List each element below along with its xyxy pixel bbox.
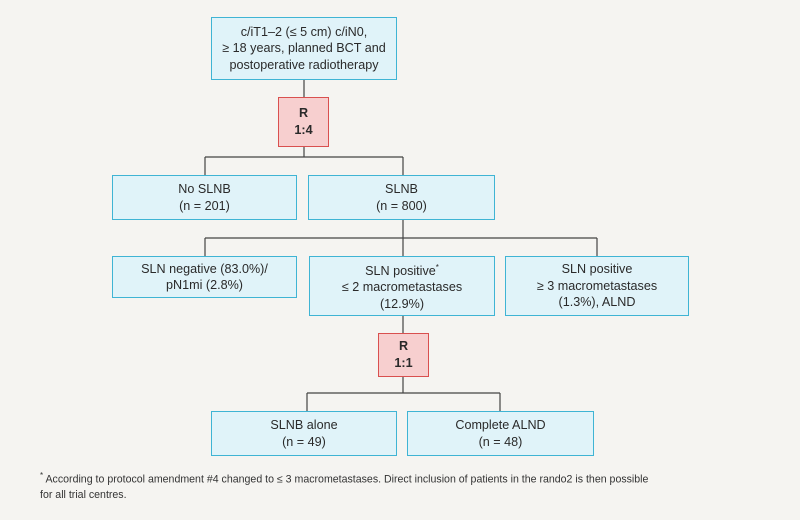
sln-negative-line: SLN negative (83.0%)/ <box>141 261 268 276</box>
randomization-letter: R <box>398 339 409 353</box>
no-slnb-label: No SLNB <box>178 182 231 196</box>
complete-alnd-count: (n = 48) <box>478 434 523 449</box>
slnb-alone-count: (n = 49) <box>282 434 326 449</box>
complete-alnd-label: Complete ALND <box>455 418 546 432</box>
eligibility-box: c/iT1–2 (≤ 5 cm) c/iN0, ≥ 18 years, plan… <box>211 17 397 80</box>
eligibility-line: ≥ 18 years, planned BCT and <box>222 41 386 56</box>
sln-positive-ge3-line: SLN positive <box>561 262 633 277</box>
footnote-text: According to protocol amendment #4 chang… <box>45 473 649 486</box>
slnb-label: SLNB <box>385 182 418 196</box>
sln-positive-ge3-line: (1.3%), ALND <box>558 295 636 310</box>
no-slnb-count: (n = 201) <box>179 198 230 213</box>
randomization-box-2: R 1:1 <box>378 333 429 377</box>
randomization-ratio: 1:1 <box>394 356 413 370</box>
randomization-letter: R <box>298 106 309 120</box>
sln-positive-le2-title: SLN positive* <box>365 260 439 280</box>
slnb-count: (n = 800) <box>376 198 427 213</box>
sln-negative-line: pN1mi (2.8%) <box>166 278 243 292</box>
footnote-marker: * <box>435 262 439 272</box>
slnb-alone-label: SLNB alone <box>270 418 338 432</box>
sln-positive-le2-line: ≤ 2 macrometastases <box>341 280 463 295</box>
slnb-box: SLNB (n = 800) <box>308 175 495 220</box>
sln-positive-le2-line: (12.9%) <box>379 296 425 311</box>
sln-positive-ge3-line: ≥ 3 macrometastases <box>536 278 658 293</box>
sln-positive-le2-box: SLN positive* ≤ 2 macrometastases (12.9%… <box>309 256 495 316</box>
randomization-box-1: R 1:4 <box>278 97 329 147</box>
complete-alnd-box: Complete ALND (n = 48) <box>407 411 594 456</box>
footnote-line-1: * According to protocol amendment #4 cha… <box>40 468 780 488</box>
footnote-line-2: for all trial centres. <box>40 488 127 501</box>
sln-negative-box: SLN negative (83.0%)/ pN1mi (2.8%) <box>112 256 297 298</box>
footnote: * According to protocol amendment #4 cha… <box>40 468 780 503</box>
sln-positive-ge3-box: SLN positive ≥ 3 macrometastases (1.3%),… <box>505 256 689 316</box>
slnb-alone-box: SLNB alone (n = 49) <box>211 411 397 456</box>
no-slnb-box: No SLNB (n = 201) <box>112 175 297 220</box>
eligibility-line: postoperative radiotherapy <box>229 57 379 72</box>
randomization-ratio: 1:4 <box>294 123 313 137</box>
footnote-marker: * <box>40 471 44 480</box>
sln-positive-le2-label: SLN positive <box>365 263 436 278</box>
eligibility-line: c/iT1–2 (≤ 5 cm) c/iN0, <box>240 24 368 39</box>
